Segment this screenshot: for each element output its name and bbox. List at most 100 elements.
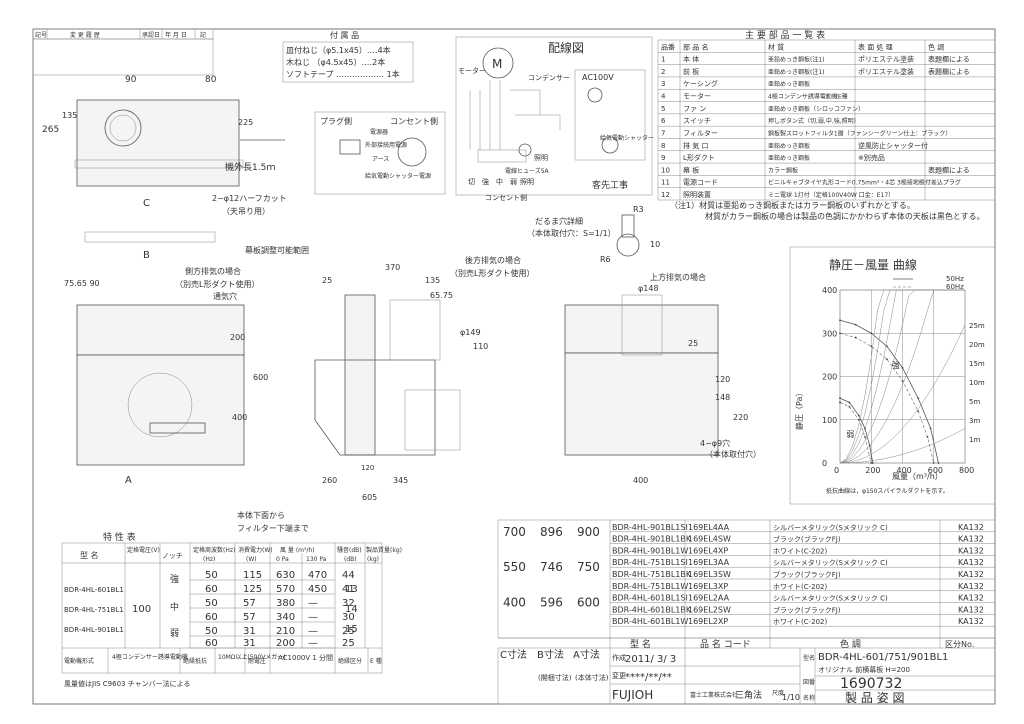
header-mark: 記号: [35, 31, 47, 39]
data-point: [839, 319, 841, 322]
spec-footnote: 風量値はJIS C9603 チャンバー法による: [64, 679, 190, 688]
data-point: [839, 332, 841, 335]
projection: 三角法: [735, 689, 762, 701]
wiring-title: 配線図: [548, 40, 584, 55]
parts-cell: カラー鋼板: [768, 166, 798, 174]
accessories-title: 付 属 品: [330, 30, 359, 40]
side-label: 名称: [803, 694, 815, 702]
legend-label: 60Hz: [946, 283, 964, 291]
dim-header: B寸法: [537, 648, 564, 661]
spec-cell: 630: [276, 570, 295, 581]
spec-footer: 電動機形式: [64, 657, 94, 665]
spec-header: 消費電力(W): [238, 546, 273, 554]
model-cell: 169EL4XP: [688, 546, 728, 555]
rear-exhaust: （別売L形ダクト使用）: [450, 268, 534, 278]
top-exhaust-view: 上方排気の場合 φ148 25 120 148 220 400 4−φ9穴 （本…: [564, 272, 761, 485]
spec-footer: E 種: [370, 657, 382, 665]
data-point: [870, 345, 873, 348]
spec-header: 騒音(dB): [337, 546, 362, 554]
x-tick-label: 0: [834, 466, 839, 475]
spec-footer: 耐電圧: [248, 657, 266, 665]
brand-logo: FUJIOH: [612, 688, 653, 702]
spec-header: ノッチ: [162, 552, 183, 560]
header-checker: 記: [200, 31, 206, 39]
x-tick-label: 400: [897, 466, 912, 475]
spec-title: 特 性 表: [103, 531, 136, 543]
data-point: [901, 366, 904, 369]
side-label: 図番: [803, 679, 815, 686]
customer-work: 客先工事: [592, 179, 628, 191]
model-cell: BDR-4HL-901BL1BK: [612, 535, 692, 544]
x-tick-label: 800: [959, 466, 974, 475]
parts-cell: 8: [661, 142, 665, 150]
y-tick-label: 100: [822, 416, 837, 425]
model-header: 色 調: [840, 638, 861, 650]
dim-label: 135: [62, 111, 77, 120]
data-point: [854, 323, 857, 326]
spec-cell: 340: [276, 612, 295, 623]
dim-label: R6: [600, 255, 611, 264]
spec-footer: 4極コンデンサー誘導電動機: [112, 653, 188, 661]
dim-label: 75.65 90: [64, 279, 100, 288]
spec-cell: 41: [342, 584, 355, 595]
duct-label: 10m: [969, 379, 985, 387]
chart-title: 静圧－風量 曲線: [829, 257, 917, 272]
spec-notch: 中: [170, 601, 179, 613]
model-cell: ブラック(ブラックFJ): [773, 570, 841, 579]
dim-label: C: [143, 198, 150, 209]
curve-label: 強: [892, 360, 900, 370]
dim-label: 265: [42, 125, 59, 135]
y-tick-label: 400: [822, 286, 837, 295]
spec-cell: 31: [243, 638, 256, 649]
switch-label: 弱: [510, 178, 517, 186]
spec-model: BDR-4HL-601BL1: [64, 586, 124, 594]
plug-label: 給気電動シャッター電源: [365, 172, 431, 180]
spec-cell: 125: [243, 584, 262, 595]
parts-cell: 4: [661, 93, 666, 101]
title-model: BDR-4HL-601/751/901BL1: [818, 652, 948, 663]
header-date: 年 月 日: [165, 31, 187, 39]
parts-cell: 12: [661, 191, 670, 199]
model-cell: ブラック(ブラックFJ): [773, 605, 841, 614]
dim-label: 600: [253, 373, 268, 382]
duct-label: 20m: [969, 341, 985, 349]
model-cell: BDR-4HL-901BL1SI: [612, 523, 688, 532]
parts-cell: 表題欄による: [928, 67, 970, 76]
duct-curve: [839, 324, 966, 464]
spec-notch: 弱: [170, 628, 179, 639]
date-label: 作成: [612, 653, 626, 662]
duct-curve: [839, 428, 966, 464]
scale-label: 尺度: [772, 689, 784, 697]
duct-label: 15m: [969, 360, 985, 368]
title-sub: オリジナル 前横幕板 H=200: [818, 665, 910, 674]
dim-header: C寸法: [500, 648, 527, 661]
model-cell: ホワイト(C-202): [773, 583, 828, 591]
model-cell: KA132: [958, 617, 984, 626]
spec-cell: 380: [276, 598, 295, 609]
spec-table: 特 性 表 型 名 定格電圧(V) ノッチ 定格周波数(Hz) 消費電力(W) …: [61, 531, 402, 688]
duct-label: 25m: [969, 322, 985, 330]
switch-label: 切: [468, 178, 475, 186]
dim-label: 10: [650, 240, 660, 249]
model-cell: 169EL3XP: [688, 582, 728, 591]
spec-cell: 60: [205, 584, 218, 595]
model-cell: 896: [540, 525, 563, 539]
light-label-2: 照明: [520, 178, 534, 186]
model-cell: 169EL2AA: [688, 594, 730, 603]
parts-cell: 亜鉛めっき鋼板(注1): [768, 56, 825, 64]
front-view: A 75.65 90 側方排気の場合 （別売L形ダクト使用） 通気穴 200 6…: [64, 266, 268, 486]
spec-cell: —: [308, 626, 318, 637]
parts-cell: モーター: [683, 92, 711, 101]
dim-label: R3: [633, 205, 644, 214]
model-cell: BDR-4HL-601BL1BK: [612, 605, 692, 614]
spec-weight: 14: [345, 604, 358, 615]
dim-label: 90: [125, 75, 137, 85]
dim-label: A: [125, 475, 132, 486]
parts-note: （注1）材質は亜鉛めっき鋼板またはカラー鋼板のいずれかとする。: [670, 200, 915, 210]
spec-unit: (kg): [367, 556, 379, 563]
parts-cell: 亜鉛めっき鋼板: [768, 142, 810, 150]
spec-cell: 50: [205, 598, 218, 609]
parts-title: 主 要 部 品 一 覧 表: [745, 29, 825, 41]
model-cell: 600: [577, 596, 600, 610]
